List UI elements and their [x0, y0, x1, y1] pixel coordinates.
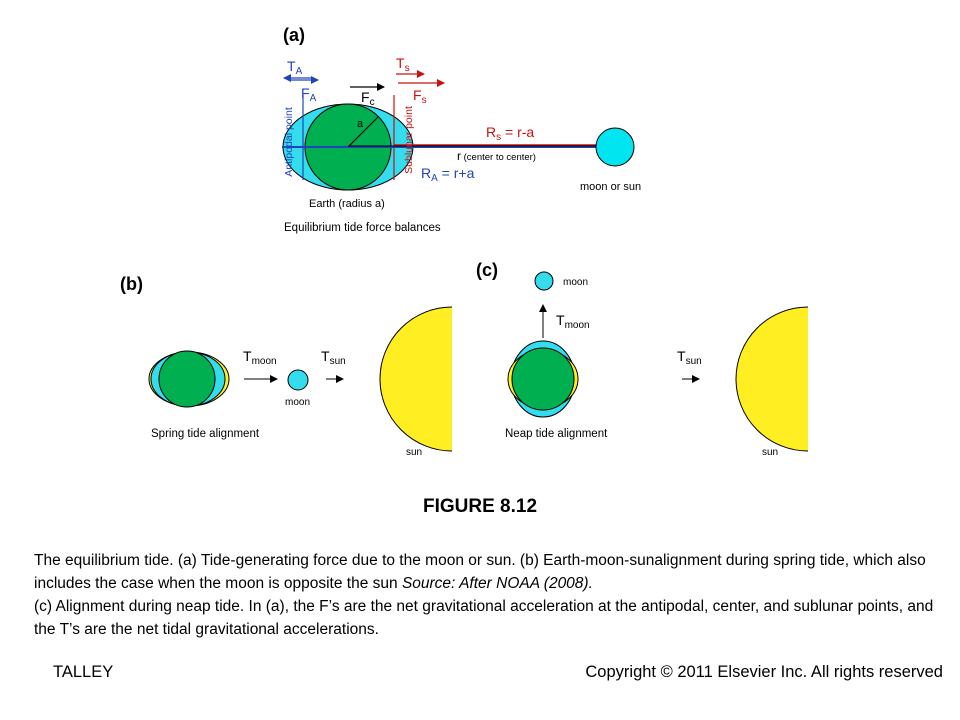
caption-paragraph-1: The equilibrium tide. (a) Tide-generatin…: [34, 549, 934, 595]
footer-copyright: Copyright © 2011 Elsevier Inc. All right…: [585, 663, 943, 681]
figure-caption: The equilibrium tide. (a) Tide-generatin…: [34, 549, 934, 641]
caption-text-1: The equilibrium tide. (a) Tide-generatin…: [34, 552, 926, 592]
spring-earth: [158, 350, 216, 408]
rs-distance-label: Rs = r-a: [486, 124, 534, 143]
spring-tsun-label: Tsun: [321, 348, 346, 367]
moon-or-sun: [595, 127, 635, 167]
figure-title: FIGURE 8.12: [422, 496, 538, 517]
neap-sun-label: sun: [762, 447, 778, 458]
radius-label: a: [357, 118, 364, 130]
radius-line: [347, 116, 379, 148]
neap-sun: [735, 306, 808, 452]
panel-a: (a) a TA FA Fc Ts Fs Antipodal point Sub…: [282, 25, 641, 234]
spring-moon: [287, 369, 309, 391]
footer-author: TALLEY: [53, 663, 114, 681]
sublunar-label: Sublunar point: [403, 106, 415, 174]
ta-label: TA: [287, 58, 303, 77]
neap-moon-label: moon: [563, 277, 588, 288]
spring-moon-label: moon: [285, 397, 310, 408]
neap-earth: [511, 347, 575, 411]
caption-source: Source: After NOAA (2008).: [401, 575, 593, 592]
panel-a-label: (a): [283, 25, 305, 45]
fa-label: FA: [301, 85, 317, 104]
neap-moon: [534, 271, 554, 291]
fs-label: Fs: [413, 87, 427, 106]
ra-distance-label: RA = r+a: [421, 165, 475, 184]
earth-label: Earth (radius a): [309, 198, 385, 210]
fc-label: Fc: [361, 89, 375, 108]
ts-label: Ts: [396, 55, 410, 74]
spring-tmoon-label: Tmoon: [243, 348, 277, 367]
panel-c-label: (c): [476, 260, 498, 280]
body-label: moon or sun: [580, 181, 641, 193]
panel-c: (c) moon Tmoon Tsun sun Neap tide alignm…: [476, 260, 808, 458]
panel-a-caption: Equilibrium tide force balances: [284, 222, 441, 234]
spring-sun-label: sun: [406, 447, 422, 458]
neap-tsun-label: Tsun: [677, 348, 702, 367]
panel-b-caption: Spring tide alignment: [151, 428, 260, 440]
neap-tmoon-label: Tmoon: [556, 312, 590, 331]
caption-paragraph-2: (c) Alignment during neap tide. In (a), …: [34, 598, 934, 638]
tide-diagram: (a) a TA FA Fc Ts Fs Antipodal point Sub…: [120, 25, 808, 458]
panel-b-label: (b): [120, 274, 143, 294]
panel-c-caption: Neap tide alignment: [505, 428, 608, 440]
antipodal-label: Antipodal point: [283, 107, 295, 177]
r-distance-label: r (center to center): [457, 149, 536, 163]
spring-sun: [379, 306, 452, 452]
panel-b: (b) Tmoon moon Tsun sun Spring tide alig…: [120, 274, 452, 458]
